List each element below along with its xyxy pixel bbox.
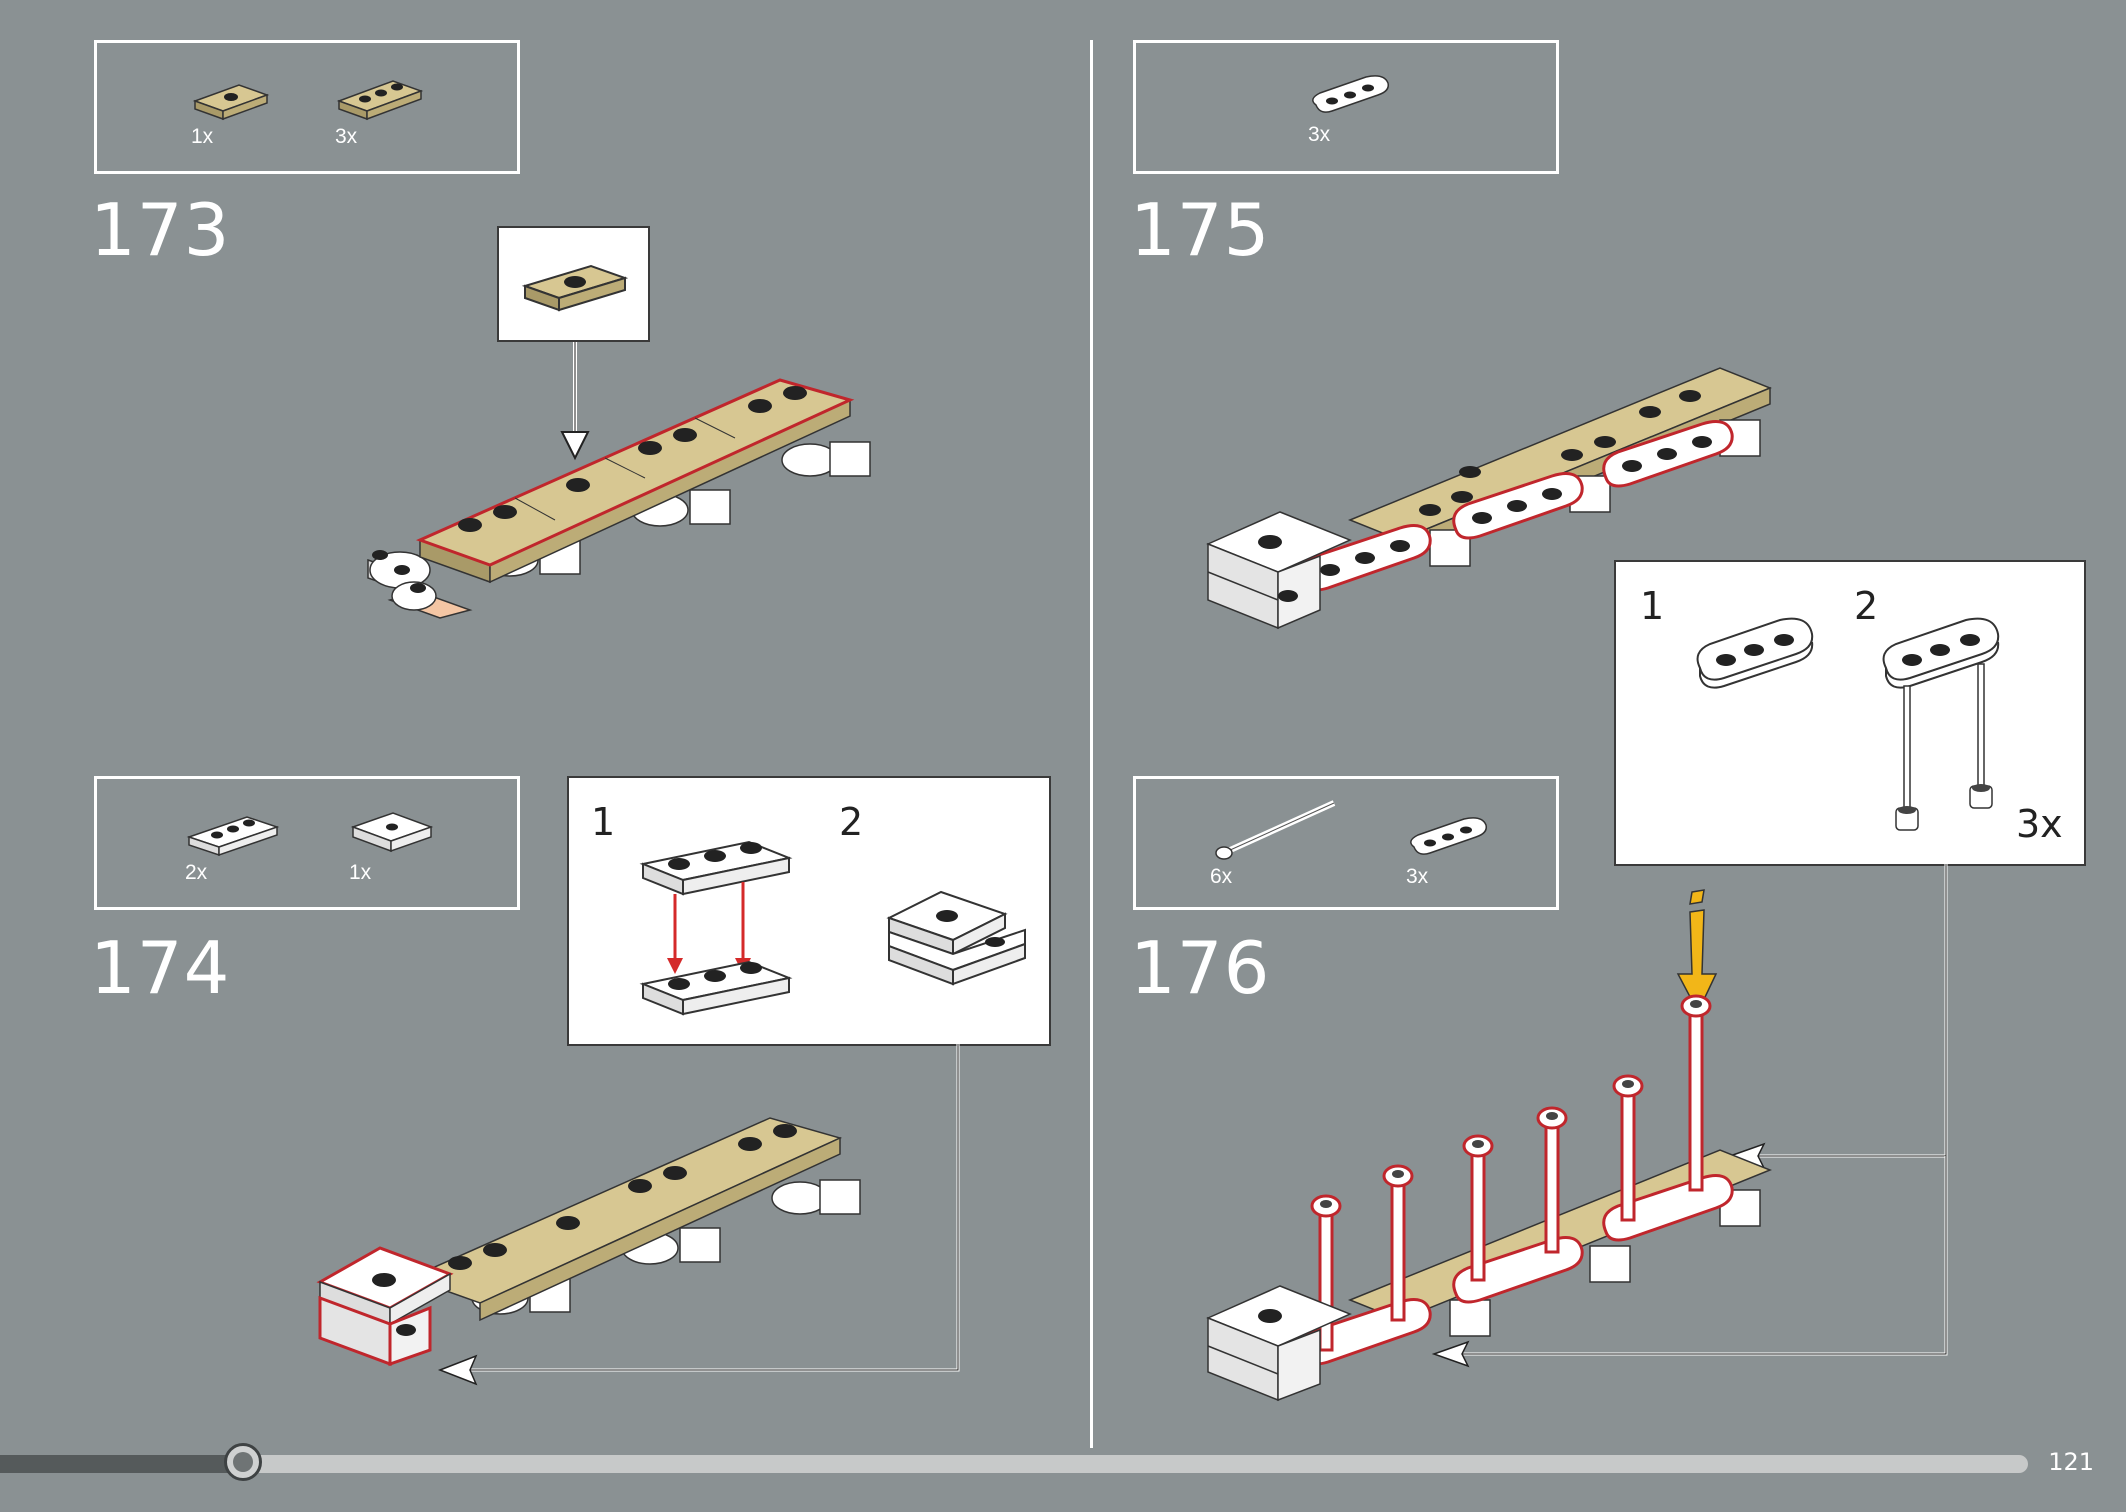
white-plate-1x3-rounded-icon bbox=[1410, 817, 1488, 855]
step-number: 176 bbox=[1130, 926, 1271, 1010]
bar-pin-icon bbox=[1215, 800, 1336, 860]
step-number: 175 bbox=[1130, 188, 1271, 272]
progress-fill bbox=[0, 1455, 243, 1473]
white-plate-2x2-jumper-icon bbox=[350, 812, 434, 853]
sub-step-number: 1 bbox=[1640, 584, 1665, 628]
tan-plate-1x2-jumper-icon bbox=[521, 264, 629, 312]
sub-step-number: 2 bbox=[839, 800, 864, 844]
part-qty: 3x bbox=[1308, 123, 1331, 146]
parts-box-step-174: 2x 1x bbox=[94, 776, 520, 910]
sub-assembly-callout-step-174: 1 2 bbox=[567, 776, 1051, 1046]
sub-assembly-multiplier: 3x bbox=[2016, 802, 2063, 846]
step-number: 173 bbox=[90, 188, 231, 272]
white-plate-1x3-icon bbox=[186, 816, 280, 857]
info-arrow-icon bbox=[1676, 889, 1718, 1014]
stacking-diagram bbox=[639, 840, 793, 1016]
assembly-step-173 bbox=[367, 378, 871, 619]
callout-connector bbox=[437, 1044, 960, 1386]
assembly-step-175 bbox=[1206, 367, 1772, 630]
page-number: 121 bbox=[2048, 1448, 2094, 1476]
white-plate-1x3-rounded-icon bbox=[1696, 617, 1814, 689]
placement-arrow bbox=[560, 342, 590, 461]
part-qty: 3x bbox=[1406, 865, 1429, 888]
parts-box-step-173: 1x 3x bbox=[94, 40, 520, 174]
tan-plate-1x2-jumper-icon bbox=[192, 84, 270, 121]
part-qty: 3x bbox=[335, 125, 358, 148]
progress-track[interactable] bbox=[0, 1455, 2028, 1473]
part-qty: 2x bbox=[185, 861, 208, 884]
parts-box-step-176: 6x 3x bbox=[1133, 776, 1559, 910]
tan-plate-1x3-icon bbox=[336, 80, 424, 121]
sub-step-number: 1 bbox=[591, 800, 616, 844]
sub-step-number: 2 bbox=[1854, 584, 1879, 628]
plate-with-bars-diagram bbox=[1882, 617, 2000, 831]
sub-assembly-callout-step-176: 1 2 3x bbox=[1614, 560, 2086, 866]
part-qty: 6x bbox=[1210, 865, 1233, 888]
part-qty: 1x bbox=[349, 861, 372, 884]
page-divider bbox=[1090, 40, 1093, 1448]
part-qty: 1x bbox=[191, 125, 214, 148]
progress-slider-handle[interactable] bbox=[224, 1443, 262, 1481]
part-callout-step-173 bbox=[497, 226, 650, 342]
combined-diagram bbox=[886, 890, 1026, 986]
parts-box-step-175: 3x bbox=[1133, 40, 1559, 174]
white-plate-1x3-rounded-icon bbox=[1312, 75, 1390, 113]
assembly-step-176 bbox=[1206, 994, 1773, 1402]
step-number: 174 bbox=[90, 926, 231, 1010]
assembly-step-174 bbox=[316, 1117, 861, 1367]
callout-connector bbox=[1431, 864, 1948, 1368]
